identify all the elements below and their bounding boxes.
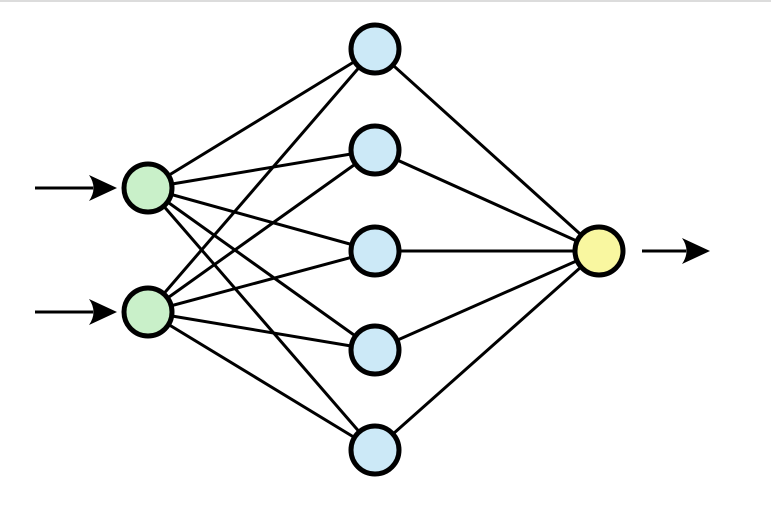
edge-i2-h4 [147,310,376,352]
edge-i2-h3 [147,249,376,314]
edges-group [146,47,601,452]
edge-h1-o1 [373,47,601,253]
edge-i1-h1 [147,47,376,190]
hidden-node-2 [348,123,402,177]
window-top-edge [0,0,771,2]
edge-i2-h5 [147,310,376,452]
hidden-node-3 [348,224,402,278]
edge-i1-h3 [147,186,376,253]
edge-h5-o1 [374,249,600,452]
edge-h4-o1 [374,249,600,352]
hidden-node-1 [348,22,402,76]
input-arrow-1-head [89,175,117,201]
output-arrow-head [682,238,710,264]
input-arrow-2-head [89,299,117,325]
edge-i1-h4 [147,186,376,352]
input-arrow-1 [35,175,117,201]
edge-i2-h1 [146,48,377,313]
edge-i1-h2 [147,148,376,190]
input-arrow-2 [35,299,117,325]
nodes-group [121,22,626,477]
input-node-1 [121,161,175,215]
arrows-group [35,175,710,325]
edge-i2-h2 [147,148,376,314]
input-node-2 [121,285,175,339]
edge-h2-o1 [374,148,600,253]
hidden-node-5 [348,423,402,477]
edge-i1-h5 [146,187,377,451]
output-node-1 [572,224,626,278]
hidden-node-4 [348,323,402,377]
output-arrow [642,238,710,264]
